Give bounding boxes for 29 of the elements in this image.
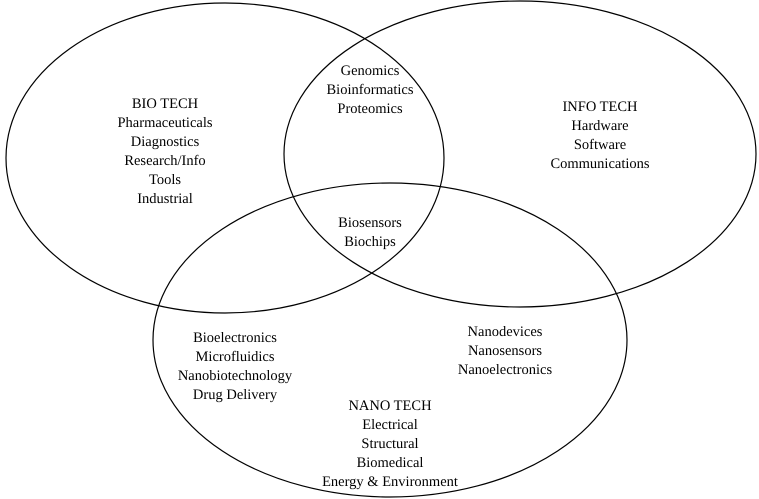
list-item: Pharmaceuticals	[117, 114, 212, 133]
list-item: Energy & Environment	[322, 473, 458, 492]
overlap-label: Drug Delivery	[192, 386, 278, 405]
list-item: Communications	[550, 155, 650, 174]
overlap-label: Biochips	[344, 233, 396, 252]
overlap-label: Biosensors	[338, 214, 402, 233]
overlap-label: Nanoelectronics	[458, 361, 552, 380]
overlap-label: Nanobiotechnology	[178, 367, 292, 386]
list-item: Hardware	[571, 117, 629, 136]
overlap-label: Nanodevices	[468, 323, 542, 342]
list-item: Software	[574, 136, 626, 155]
overlap-label: Proteomics	[337, 100, 403, 119]
list-item: Industrial	[137, 190, 193, 209]
list-item: Biomedical	[356, 454, 424, 473]
category-heading: NANO TECH	[348, 397, 432, 416]
category-heading: INFO TECH	[562, 98, 638, 117]
overlap-label: Microfluidics	[196, 348, 274, 367]
list-item: Tools	[148, 171, 182, 190]
list-item: Research/Info	[124, 152, 206, 171]
overlap-label: Genomics	[340, 62, 400, 81]
overlap-label: Bioelectronics	[193, 329, 277, 348]
venn-ellipse	[283, 0, 757, 308]
overlap-label: Bioinformatics	[326, 81, 414, 100]
list-item: Diagnostics	[130, 133, 200, 152]
list-item: Electrical	[362, 416, 418, 435]
overlap-label: Nanosensors	[468, 342, 542, 361]
category-heading: BIO TECH	[132, 95, 198, 114]
venn-ellipse	[5, 2, 445, 314]
list-item: Structural	[361, 435, 419, 454]
